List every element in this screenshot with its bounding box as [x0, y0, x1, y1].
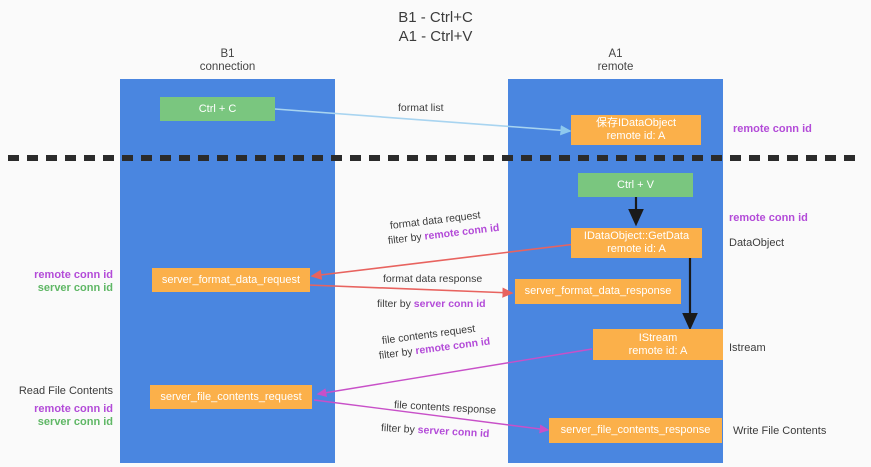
- edge-label-fmt-resp-text: format data response: [383, 273, 483, 285]
- label-left-server-conn-mid: server conn id: [37, 282, 113, 294]
- edge-label-format-filter-server: filter by server conn id: [377, 297, 486, 311]
- lane-header-a1-line2: remote: [597, 61, 634, 73]
- edge-label-file-filter-server-key: server conn id: [417, 424, 490, 441]
- edge-label-file-contents-response: file contents response: [394, 398, 497, 418]
- label-right-remote-conn-mid: remote conn id: [729, 212, 808, 224]
- edge-label-format-list-text: format list: [398, 102, 444, 114]
- node-getdata-sub: remote id: A: [607, 243, 666, 255]
- label-left-read-file-contents: Read File Contents: [18, 385, 113, 397]
- edge-label-format-list: format list: [398, 101, 444, 115]
- lane-header-a1-line1: A1: [608, 48, 623, 60]
- edge-label-file-filter-prefix: filter by: [378, 345, 417, 362]
- edge-label-fmt-filter-server-key: server conn id: [413, 298, 486, 310]
- node-getdata-label: IDataObject::GetData: [583, 230, 690, 242]
- node-istream[interactable]: IStream remote id: A: [593, 329, 723, 360]
- label-right-remote-conn-top: remote conn id: [733, 123, 812, 135]
- title-line-1: B1 - Ctrl+C: [398, 9, 473, 26]
- node-ctrl-v[interactable]: Ctrl + V: [578, 173, 693, 197]
- title-line-2: A1 - Ctrl+V: [398, 28, 473, 45]
- label-left-server-conn-bot: server conn id: [37, 416, 113, 428]
- arrow-format-data-response: [307, 284, 514, 298]
- node-idataobject-store-label: 保存IDataObject: [595, 117, 677, 129]
- edge-label-file-filter-server: filter by server conn id: [381, 421, 490, 441]
- node-server-file-contents-request[interactable]: server_file_contents_request: [150, 385, 312, 409]
- node-server-file-contents-response[interactable]: server_file_contents_response: [549, 418, 722, 443]
- node-idataobject-getdata[interactable]: IDataObject::GetData remote id: A: [571, 228, 702, 258]
- node-istream-sub: remote id: A: [628, 344, 688, 357]
- label-right-dataobject: DataObject: [729, 237, 785, 249]
- lane-header-b1: B1 connection: [120, 48, 335, 74]
- edge-label-fmt-filter-prefix: filter by: [387, 230, 426, 247]
- lane-header-b1-line1: B1: [220, 48, 235, 60]
- page-title: B1 - Ctrl+C A1 - Ctrl+V: [0, 8, 871, 46]
- edge-label-format-data-response: format data response: [383, 272, 482, 286]
- node-fmt-resp-label: server_format_data_response: [524, 285, 672, 297]
- node-idataobject-store-sub: remote id: A: [606, 130, 666, 142]
- label-left-remote-conn-mid: remote conn id: [34, 269, 113, 281]
- lane-header-b1-line2: connection: [199, 61, 256, 73]
- node-ctrl-c-label: Ctrl + C: [198, 102, 237, 115]
- node-file-resp-label: server_file_contents_response: [560, 424, 711, 436]
- edge-label-file-filter-server-prefix: filter by: [380, 422, 419, 437]
- node-ctrl-c[interactable]: Ctrl + C: [160, 97, 275, 121]
- node-server-format-data-request[interactable]: server_format_data_request: [152, 268, 310, 292]
- label-right-write-file-contents: Write File Contents: [733, 425, 827, 437]
- lane-header-a1: A1 remote: [508, 48, 723, 74]
- label-right-istream: Istream: [729, 342, 766, 354]
- label-left-remote-conn-bot: remote conn id: [34, 403, 113, 415]
- node-istream-label: IStream: [638, 331, 678, 344]
- node-fmt-req-label: server_format_data_request: [161, 273, 301, 286]
- node-server-format-data-response[interactable]: server_format_data_response: [515, 279, 681, 304]
- node-ctrl-v-label: Ctrl + V: [617, 178, 654, 191]
- edge-label-file-resp-text: file contents response: [393, 399, 497, 417]
- edge-label-fmt-filter-server-prefix: filter by: [377, 298, 414, 310]
- node-idataobject-store[interactable]: 保存IDataObject remote id: A: [571, 115, 701, 145]
- node-file-req-label: server_file_contents_request: [160, 390, 302, 403]
